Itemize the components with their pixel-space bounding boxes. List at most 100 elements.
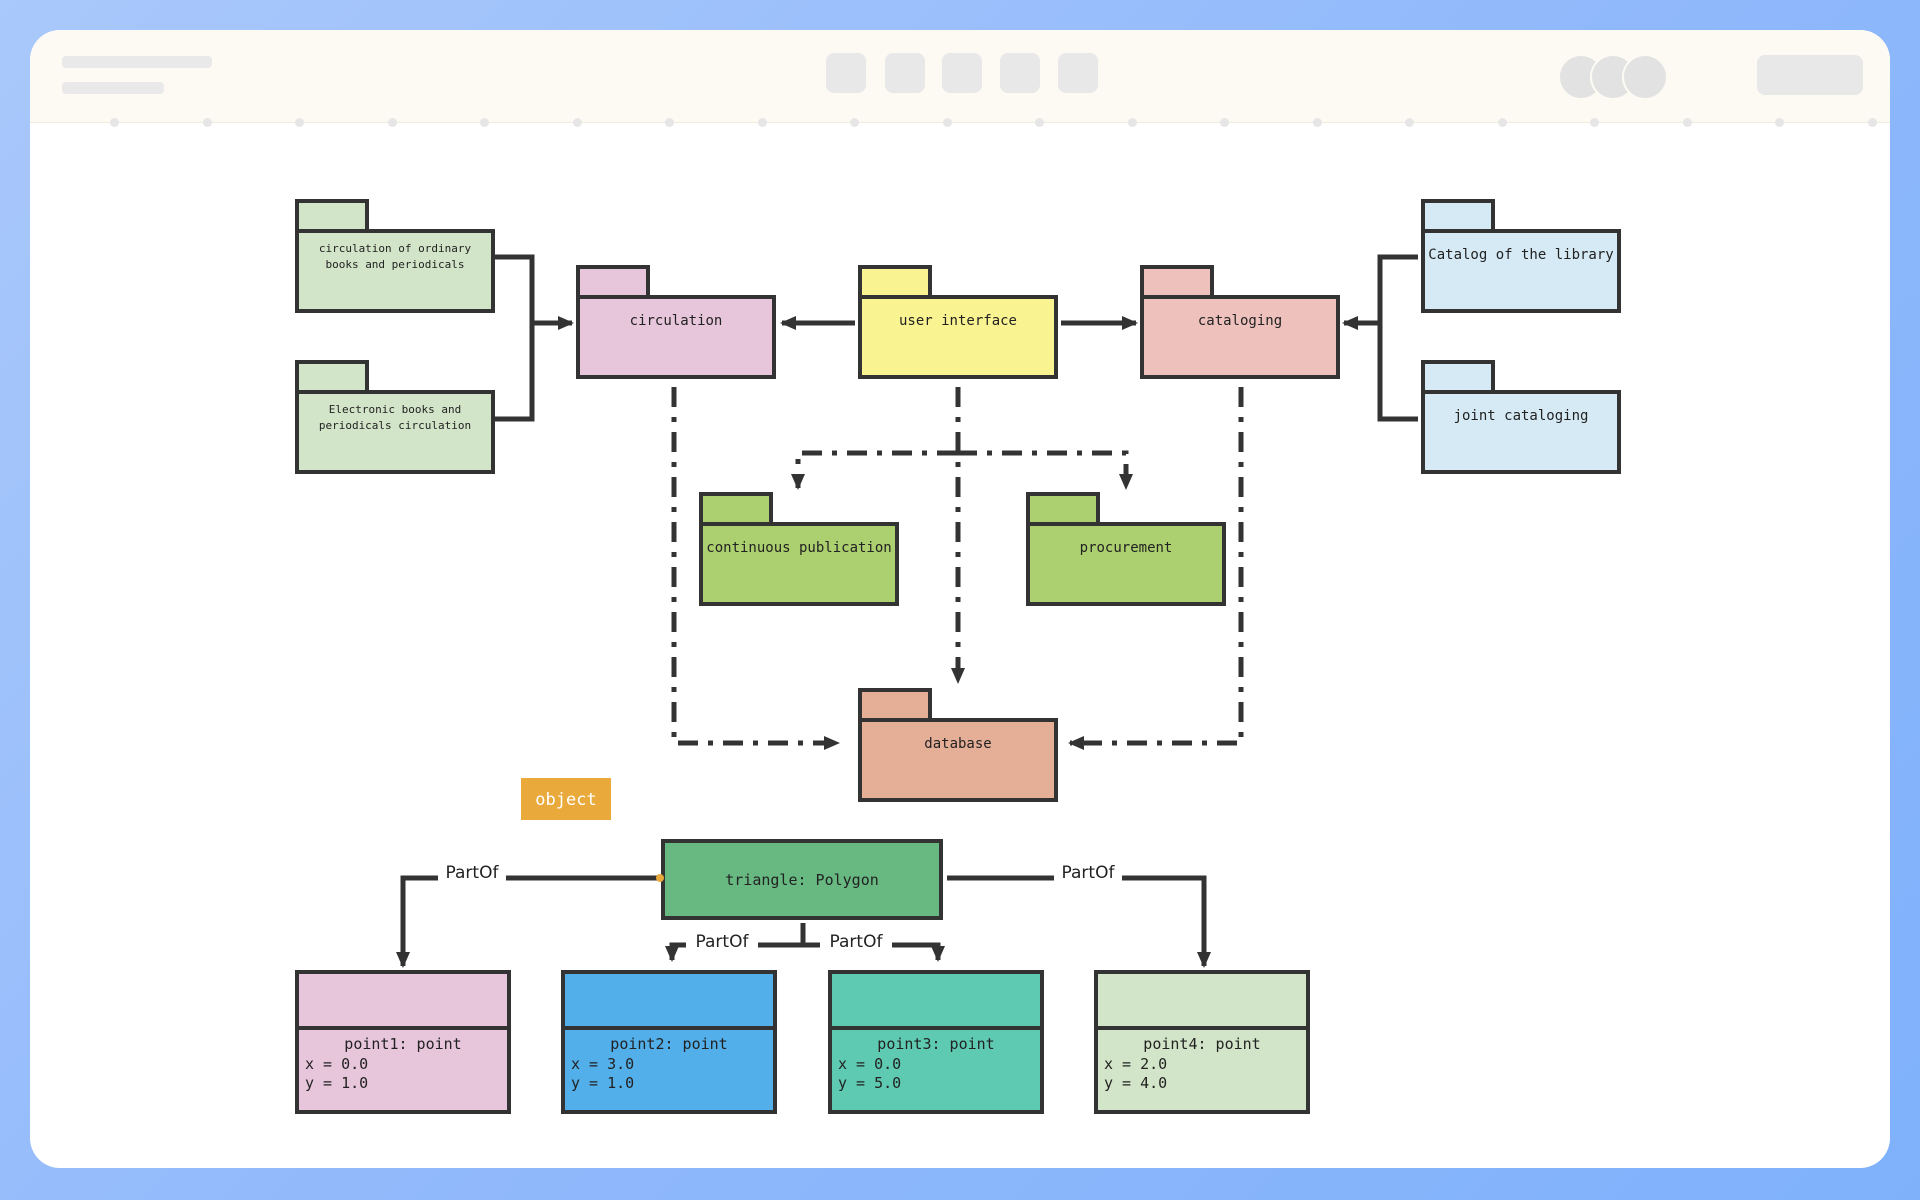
- package-tab: [699, 492, 773, 526]
- collaborator-avatar-3[interactable]: [1622, 54, 1668, 100]
- ruler-dot: [758, 118, 767, 127]
- class-attributes: [828, 1026, 1044, 1114]
- package-catalog-library[interactable]: Catalog of the library: [1421, 199, 1621, 313]
- ruler-dot: [1405, 118, 1414, 127]
- ruler-dot: [1128, 118, 1137, 127]
- package-tab: [858, 688, 932, 722]
- package-tab: [1026, 492, 1100, 526]
- package-label: continuous publication: [706, 540, 891, 556]
- app-window: PartOf PartOf PartOf PartOf circulation …: [30, 30, 1890, 1168]
- title-placeholder: [62, 56, 212, 68]
- edge-catalog-library-to-cataloging: [1342, 254, 1418, 330]
- share-button[interactable]: [1757, 55, 1863, 95]
- toolbar-button-1[interactable]: [826, 53, 866, 93]
- package-label: cataloging: [1198, 313, 1282, 329]
- class-box-point2[interactable]: point2: point x = 3.0y = 1.0: [561, 970, 777, 1114]
- class-attribute-y: y = 1.0: [571, 1074, 634, 1092]
- package-label: circulation of ordinary: [319, 242, 472, 255]
- ruler-dot: [1498, 118, 1507, 127]
- edge-ordinary-to-circulation: [493, 254, 574, 330]
- ruler-dot: [850, 118, 859, 127]
- package-body: [295, 390, 495, 474]
- class-box-point1[interactable]: point1: point x = 0.0y = 1.0: [295, 970, 511, 1114]
- relation-label: PartOf: [1062, 863, 1116, 883]
- class-attribute-y: y = 5.0: [838, 1074, 901, 1092]
- ruler-dot: [295, 118, 304, 127]
- package-continuous-publication[interactable]: continuous publication: [699, 492, 899, 606]
- ruler-dot: [1313, 118, 1322, 127]
- toolbar-button-5[interactable]: [1058, 53, 1098, 93]
- package-body: [295, 229, 495, 313]
- package-circulation[interactable]: circulation: [576, 265, 776, 379]
- class-title: point2: point: [610, 1035, 727, 1053]
- ruler-dot: [110, 118, 119, 127]
- package-tab: [1421, 360, 1495, 394]
- toolbar-button-3[interactable]: [942, 53, 982, 93]
- edge-circulation-to-database: [671, 387, 840, 750]
- ruler-dot: [1868, 118, 1877, 127]
- top-toolbar: [30, 30, 1890, 123]
- package-label: joint cataloging: [1454, 408, 1589, 424]
- package-tab: [858, 265, 932, 299]
- ruler-dot: [388, 118, 397, 127]
- package-body: [1421, 229, 1621, 313]
- edge-ui-to-continuous: [791, 450, 957, 490]
- package-label: books and periodicals: [325, 258, 464, 271]
- connectors: [396, 254, 1418, 968]
- edge-triangle-to-point4: [947, 875, 1211, 968]
- relation-labels: PartOf PartOf PartOf PartOf: [438, 862, 1122, 970]
- class-header: [295, 970, 511, 1030]
- package-procurement[interactable]: procurement: [1026, 492, 1226, 606]
- ruler-dot: [943, 118, 952, 127]
- toolbar-button-2[interactable]: [885, 53, 925, 93]
- class-attributes: [295, 1026, 511, 1114]
- ruler-dot: [1683, 118, 1692, 127]
- package-database[interactable]: database: [858, 688, 1058, 802]
- edge-triangle-to-point1: [396, 875, 660, 968]
- package-body: [576, 295, 776, 379]
- package-label: circulation: [630, 313, 723, 329]
- package-body: [699, 522, 899, 606]
- ruler-dot: [1590, 118, 1599, 127]
- class-attribute-y: y = 4.0: [1104, 1074, 1167, 1092]
- class-header: [828, 970, 1044, 1030]
- class-title: point1: point: [344, 1035, 461, 1053]
- edge-electronic-to-circulation: [493, 323, 535, 422]
- package-label: database: [924, 736, 991, 752]
- package-body: [858, 295, 1058, 379]
- ruler-dot: [1775, 118, 1784, 127]
- class-title: point4: point: [1143, 1035, 1260, 1053]
- package-label: user interface: [899, 313, 1017, 329]
- diagram-canvas[interactable]: PartOf PartOf PartOf PartOf circulation …: [30, 30, 1890, 1168]
- edge-triangle-to-point2: [665, 942, 803, 962]
- ruler-dot: [1220, 118, 1229, 127]
- triangle-polygon-node[interactable]: triangle: Polygon: [656, 839, 943, 920]
- package-label: Electronic books and: [329, 403, 461, 416]
- relation-label: PartOf: [830, 932, 884, 952]
- triangle-polygon-label: triangle: Polygon: [725, 871, 879, 889]
- object-tag-label: object: [535, 790, 596, 810]
- class-header: [1094, 970, 1310, 1030]
- ruler-dot: [665, 118, 674, 127]
- class-attribute-y: y = 1.0: [305, 1074, 368, 1092]
- class-attribute-x: x = 0.0: [305, 1055, 368, 1073]
- edge-joint-to-cataloging: [1377, 323, 1418, 422]
- package-tab: [1140, 265, 1214, 299]
- ruler-dot: [203, 118, 212, 127]
- packages-layer: circulation of ordinary books and periodi…: [295, 199, 1621, 802]
- subtitle-placeholder: [62, 82, 164, 94]
- package-body: [858, 718, 1058, 802]
- class-attribute-x: x = 3.0: [571, 1055, 634, 1073]
- package-body: [1140, 295, 1340, 379]
- package-joint-cataloging[interactable]: joint cataloging: [1421, 360, 1621, 474]
- toolbar-button-4[interactable]: [1000, 53, 1040, 93]
- ruler-dot: [480, 118, 489, 127]
- package-user-interface[interactable]: user interface: [858, 265, 1058, 379]
- object-tag[interactable]: object: [521, 778, 611, 820]
- package-cataloging[interactable]: cataloging: [1140, 265, 1340, 379]
- package-circ-ordinary[interactable]: circulation of ordinary books and periodi…: [295, 199, 495, 313]
- ruler-dot: [573, 118, 582, 127]
